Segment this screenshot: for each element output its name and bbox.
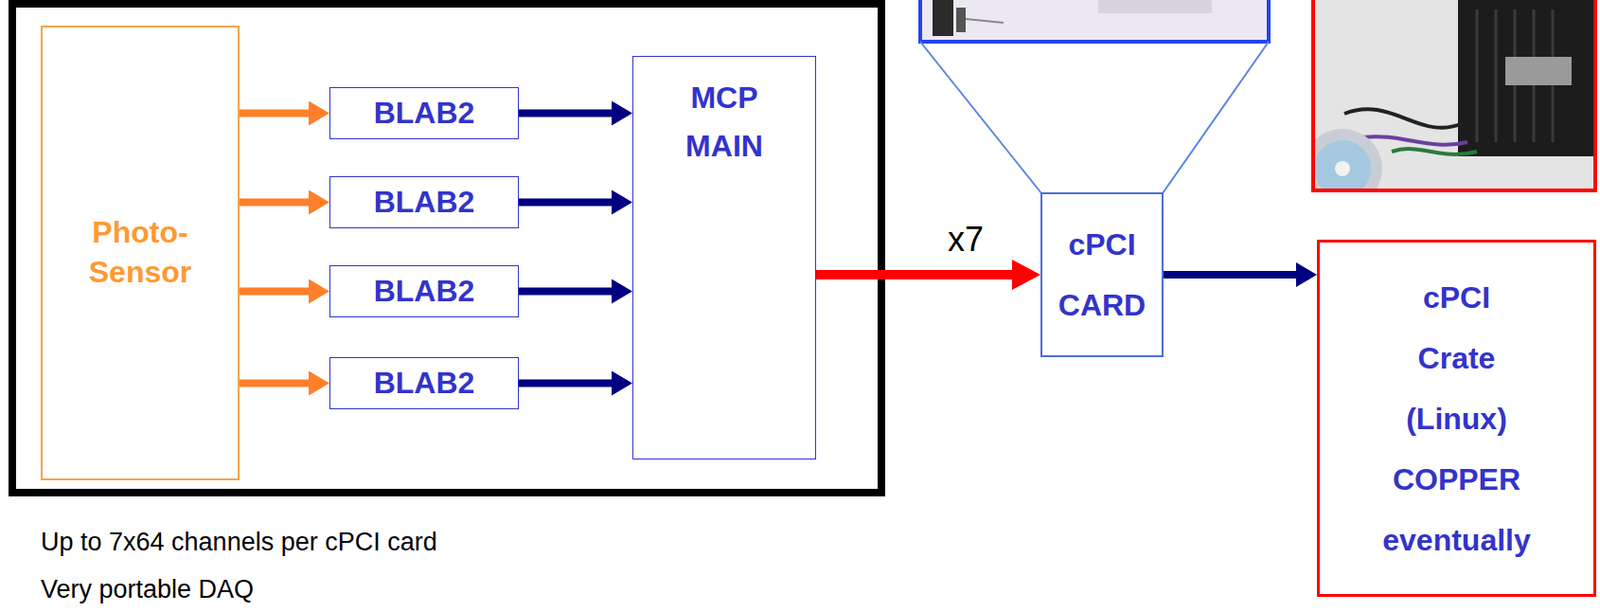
arrow-connector: [239, 109, 309, 118]
photo-frame: [1313, 0, 1596, 191]
node-text: cPCI CARD: [1058, 213, 1146, 336]
arrow-connector: [518, 198, 612, 207]
chip-box: BLAB2: [329, 356, 519, 409]
node-text: BLAB2: [373, 183, 476, 220]
chip-box: BLAB2: [329, 176, 519, 229]
arrow-connector: [239, 198, 309, 207]
zoom-line: [1162, 41, 1269, 194]
chip-box: BLAB2: [329, 265, 519, 318]
card-photo: [918, 0, 1271, 43]
multiplicity-label: x7: [944, 220, 987, 259]
main-board-box: MCP MAIN: [632, 55, 817, 460]
arrow-connector: [518, 379, 612, 388]
arrow-connector: [518, 287, 612, 296]
node-text: BLAB2: [373, 94, 476, 131]
photo-frame: [920, 0, 1269, 42]
chip-box: BLAB2: [329, 87, 519, 140]
note-text: Up to 7x64 channels per cPCI card: [40, 526, 438, 557]
crate-box: cPCI Crate (Linux) COPPER eventually: [1316, 239, 1597, 597]
node-text: BLAB2: [373, 364, 476, 401]
arrow-connector: [239, 379, 309, 388]
arrow-connector: [239, 287, 309, 296]
arrow-connector: [518, 109, 612, 118]
arrow-connector: [816, 269, 1013, 280]
node-text: BLAB2: [373, 272, 476, 309]
node-text: Photo-Sensor: [88, 213, 192, 292]
front-end-enclosure: [12, 3, 882, 493]
arrow-connector: [1163, 270, 1297, 279]
note-text: Very portable DAQ: [40, 573, 254, 605]
crate-photo: [1311, 0, 1598, 193]
zoom-line: [920, 41, 1042, 194]
zoom-edge: [856, 0, 879, 4]
card-box: cPCI CARD: [1040, 192, 1164, 357]
photo-sensor-box: Photo-Sensor: [40, 25, 240, 480]
node-text: cPCI Crate (Linux) COPPER eventually: [1382, 266, 1531, 570]
node-text: MCP MAIN: [685, 73, 764, 171]
